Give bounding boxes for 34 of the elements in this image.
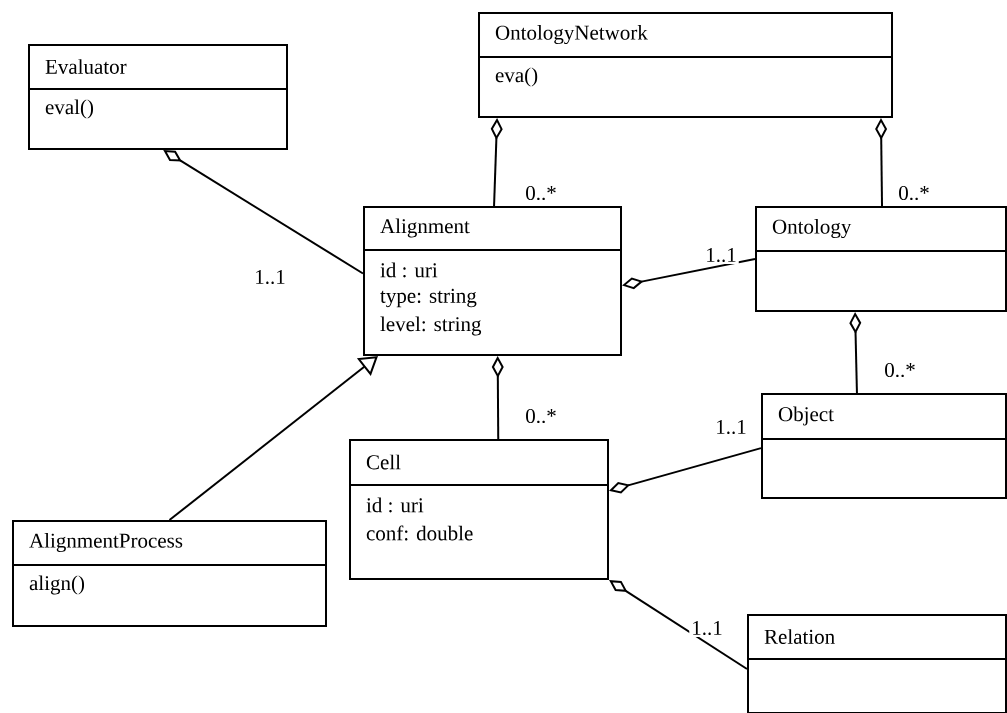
multiplicity-label: 1..1 bbox=[713, 417, 749, 437]
multiplicity-label: 0..* bbox=[896, 183, 932, 203]
class-name: Alignment bbox=[380, 218, 470, 238]
member-text: eva() bbox=[495, 67, 538, 87]
multiplicity-label: 0..* bbox=[523, 183, 559, 203]
class-name: OntologyNetwork bbox=[495, 24, 648, 45]
class-name: Relation bbox=[764, 629, 835, 644]
multiplicity-label: 1..1 bbox=[689, 618, 725, 638]
class-box bbox=[27, 44, 288, 150]
aggregation-line bbox=[609, 580, 748, 670]
class-name: Cell bbox=[366, 454, 401, 470]
member-text: id : uri bbox=[380, 262, 438, 278]
class-box bbox=[760, 393, 1007, 499]
member-text: align() bbox=[29, 575, 85, 595]
class-box bbox=[348, 439, 609, 580]
multiplicity-label: 0..* bbox=[523, 406, 559, 426]
member-text: eval() bbox=[45, 99, 94, 119]
multiplicity-label: 1..1 bbox=[252, 267, 288, 287]
class-name: Object bbox=[778, 406, 834, 426]
class-name: Ontology bbox=[772, 218, 852, 239]
class-name: AlignmentProcess bbox=[29, 532, 183, 553]
member-text: level: string bbox=[380, 316, 482, 336]
class-box bbox=[477, 12, 893, 118]
class-box bbox=[746, 614, 1007, 713]
member-text: type: string bbox=[380, 288, 477, 308]
multiplicity-label: 1..1 bbox=[703, 245, 739, 265]
multiplicity-label: 0..* bbox=[882, 360, 918, 380]
class-box bbox=[362, 206, 622, 356]
generalization-arrow bbox=[168, 356, 378, 521]
class-box bbox=[754, 206, 1007, 312]
class-name: Evaluator bbox=[45, 59, 127, 74]
member-text: id : uri bbox=[366, 497, 424, 513]
class-box bbox=[11, 520, 327, 627]
member-text: conf: double bbox=[366, 525, 473, 541]
